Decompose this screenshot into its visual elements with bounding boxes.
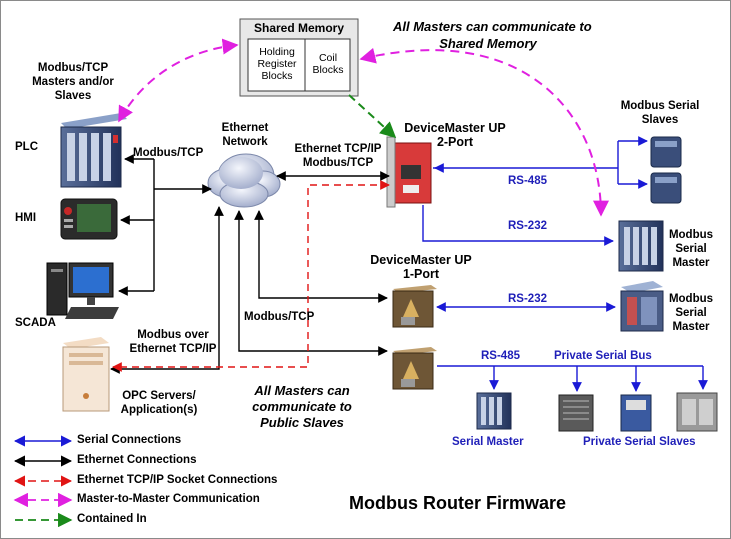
private-slave-1 xyxy=(558,394,594,432)
serial-connections xyxy=(422,136,708,392)
rs232-mid-label: RS-232 xyxy=(508,293,547,305)
modbus-over-line2: Ethernet TCP/IP xyxy=(129,343,217,355)
legend-master-label: Master-to-Master Communication xyxy=(77,493,260,505)
eth-tcp-label-line2: Modbus/TCP xyxy=(302,157,374,169)
cloud-label-line2: Network xyxy=(222,136,268,148)
legend-ethernet-label: Ethernet Connections xyxy=(77,454,197,466)
shared-memory-box xyxy=(239,18,359,97)
dm2-label-line2: 2-Port xyxy=(436,135,474,149)
scada-label: SCADA xyxy=(15,317,56,329)
plc-device xyxy=(60,113,127,188)
dm2-label-line1: DeviceMaster UP xyxy=(404,121,506,135)
masters-header-line2: Masters and/or xyxy=(32,76,114,88)
modbus-tcp-lower-label: Modbus/TCP xyxy=(244,311,315,323)
cloud-label-line1: Ethernet xyxy=(221,122,269,134)
serial-slaves-label-line1: Modbus Serial xyxy=(620,100,700,112)
legend-socket-label: Ethernet TCP/IP Socket Connections xyxy=(77,474,278,486)
opc-server xyxy=(62,337,110,412)
master2-label-line1: Modbus xyxy=(668,293,714,305)
modbus-over-line1: Modbus over xyxy=(137,329,209,341)
masters-header-line1: Modbus/TCP xyxy=(37,62,109,74)
private-slave-2 xyxy=(620,394,652,432)
scada-computer xyxy=(46,262,119,319)
master2-label-line2: Serial xyxy=(675,307,707,319)
master-to-master-right xyxy=(359,47,609,217)
coil-blocks-label: Coil Blocks xyxy=(312,52,344,76)
devicemaster-1port-private xyxy=(392,347,437,390)
public-annotation-line3: Public Slaves xyxy=(260,415,344,430)
hmi-label: HMI xyxy=(15,212,37,224)
public-annotation-line2: communicate to xyxy=(252,399,352,414)
master2-label-line3: Master xyxy=(672,321,710,333)
legend-serial-label: Serial Connections xyxy=(77,434,182,446)
eth-tcp-label-line1: Ethernet TCP/IP xyxy=(294,143,382,155)
opc-label-line2: Application(s) xyxy=(120,404,198,416)
hmi-device xyxy=(60,198,118,240)
master1-label-line2: Serial xyxy=(675,243,707,255)
opc-label-line1: OPC Servers/ xyxy=(122,390,196,402)
holding-register-blocks-label: Holding Register Blocks xyxy=(257,46,297,82)
private-slave-3 xyxy=(676,392,718,432)
master1-label-line1: Modbus xyxy=(668,229,714,241)
shared-annotation-line1: All Masters can communicate to xyxy=(393,19,592,34)
contained-in-arrow xyxy=(348,94,397,139)
rs485-top-label: RS-485 xyxy=(508,175,547,187)
modbus-serial-master-2 xyxy=(620,281,664,332)
shared-memory-title: Shared Memory xyxy=(253,21,345,35)
masters-header-line3: Slaves xyxy=(54,90,92,102)
master-to-master-left xyxy=(118,38,239,123)
rs485-bottom-label: RS-485 xyxy=(481,350,520,362)
serial-slave-1 xyxy=(650,136,682,168)
private-serial-master xyxy=(476,392,512,430)
dm1-label-line2: 1-Port xyxy=(402,267,440,281)
rs232-top-label: RS-232 xyxy=(508,220,547,232)
legend-lines xyxy=(13,435,73,528)
private-slaves-label: Private Serial Slaves xyxy=(583,436,696,448)
socket-connection xyxy=(112,180,390,372)
serial-master-label: Serial Master xyxy=(452,436,524,448)
legend-contained-label: Contained In xyxy=(77,513,147,525)
diagram-title: Modbus Router Firmware xyxy=(349,493,567,513)
modbus-tcp-left-label: Modbus/TCP xyxy=(133,147,204,159)
ethernet-cloud xyxy=(207,153,281,208)
shared-annotation-line2: Shared Memory xyxy=(439,36,537,51)
plc-label: PLC xyxy=(15,141,38,153)
modbus-serial-master-1 xyxy=(618,220,664,272)
private-bus-label: Private Serial Bus xyxy=(554,350,652,362)
master1-label-line3: Master xyxy=(672,257,710,269)
serial-slaves-label-line2: Slaves xyxy=(641,114,679,126)
public-annotation-line1: All Masters can xyxy=(254,383,350,398)
devicemaster-1port xyxy=(392,285,437,328)
dm1-label-line1: DeviceMaster UP xyxy=(370,253,472,267)
serial-slave-2 xyxy=(650,172,682,204)
